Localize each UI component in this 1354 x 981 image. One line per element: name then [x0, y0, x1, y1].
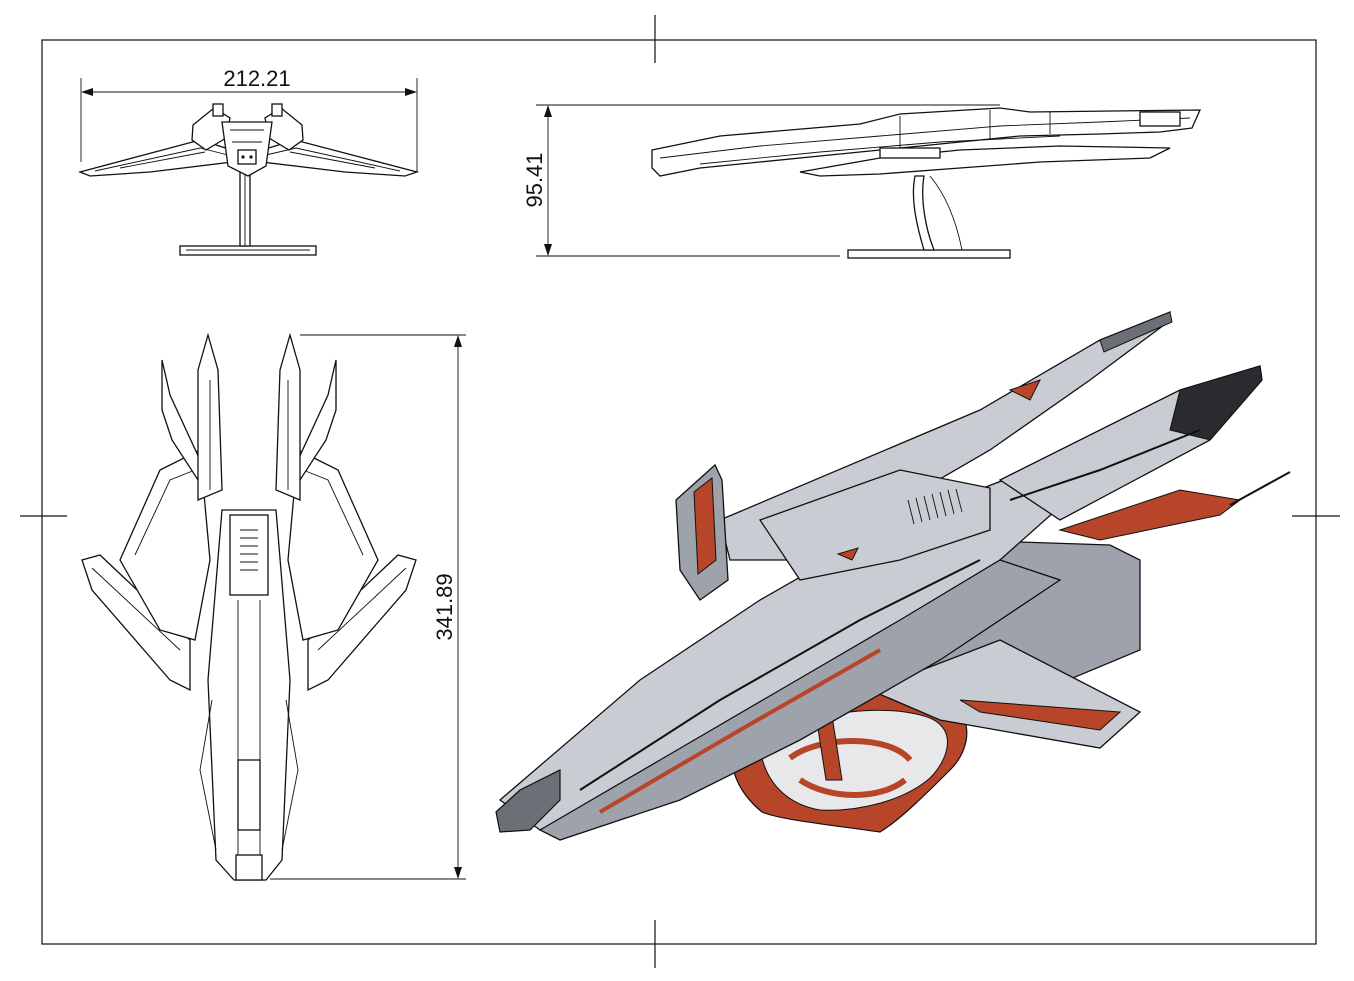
perspective-render: [495, 310, 1291, 841]
front-width-label: 212.21: [223, 66, 290, 91]
front-view: 212.21: [77, 66, 420, 256]
front-width-dimension: 212.21: [80, 66, 418, 172]
side-view: 95.41: [522, 104, 1202, 259]
deck-grille: [907, 488, 963, 525]
top-length-dimension: 341.89: [270, 334, 466, 880]
top-length-label: 341.89: [432, 573, 457, 640]
sheet-border: [41, 39, 1317, 945]
center-marks: [20, 15, 1340, 968]
vent-grille: [240, 529, 258, 571]
top-view: 341.89: [81, 332, 466, 881]
side-height-label: 95.41: [522, 152, 547, 207]
side-height-dimension: 95.41: [522, 104, 1000, 257]
